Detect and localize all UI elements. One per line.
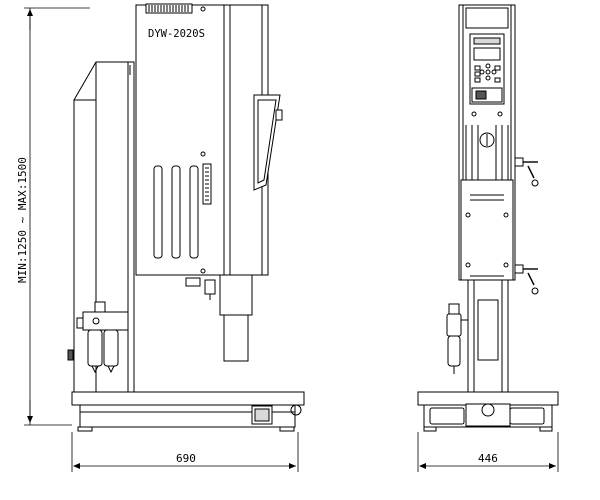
vent-slot xyxy=(171,165,181,259)
height-dimension: MIN:1250 ~ MAX:1500 xyxy=(16,7,90,426)
model-label: DYW-2020S xyxy=(148,28,205,40)
vent-slot xyxy=(189,165,199,259)
vent-grille xyxy=(145,3,193,14)
front-view: 446 xyxy=(417,4,559,472)
front-width-label: 446 xyxy=(478,452,498,465)
front-filter-regulator xyxy=(446,303,468,374)
side-width-dimension: 690 xyxy=(71,432,299,472)
height-dimension-label: MIN:1250 ~ MAX:1500 xyxy=(16,157,29,283)
front-head xyxy=(458,4,516,281)
front-base xyxy=(417,391,559,432)
lcd-screen xyxy=(473,47,501,61)
keypad xyxy=(474,63,501,83)
side-filter-regulator xyxy=(67,301,129,374)
top-display-window xyxy=(465,7,509,29)
side-view: MIN:1250 ~ MAX:1500 xyxy=(16,3,305,472)
front-width-dimension: 446 xyxy=(417,432,559,472)
side-column xyxy=(73,61,135,393)
side-horn xyxy=(185,274,253,362)
pressure-gauge xyxy=(471,111,503,148)
side-width-label: 690 xyxy=(176,452,196,465)
side-base xyxy=(71,391,305,432)
vent-slot xyxy=(153,165,163,259)
stroke-scale xyxy=(200,151,212,205)
side-handle xyxy=(514,157,539,295)
side-head-housing: DYW-2020S xyxy=(135,3,283,276)
front-column xyxy=(467,279,509,393)
